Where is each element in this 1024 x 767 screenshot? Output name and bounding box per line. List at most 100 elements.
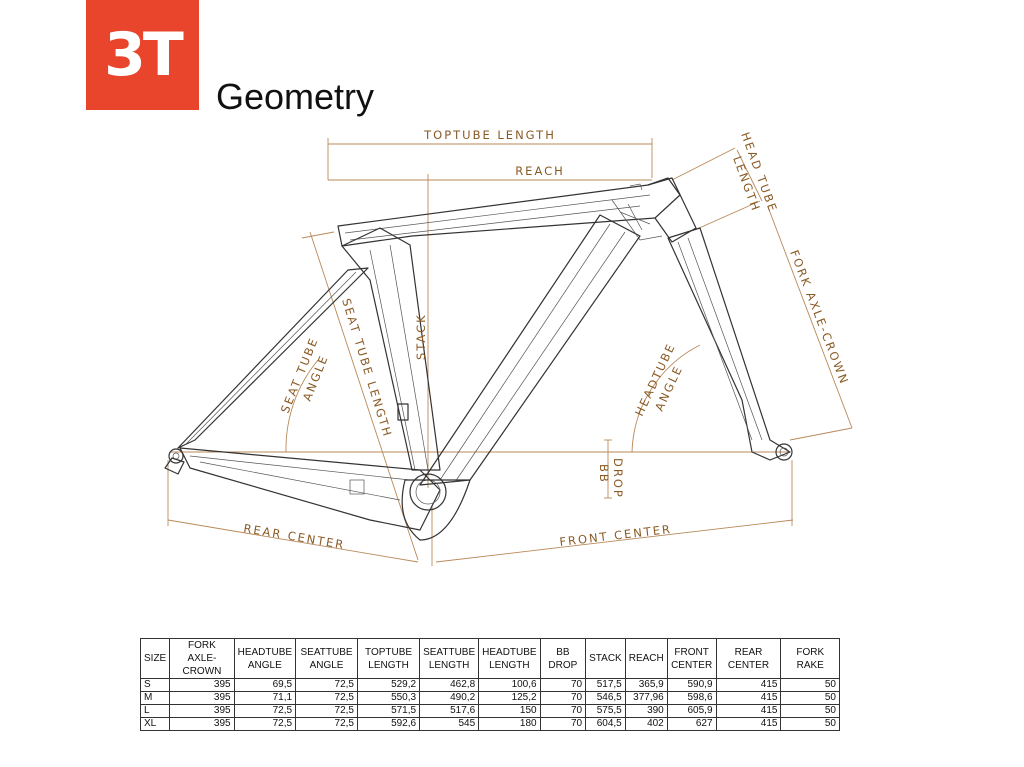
bike-frame-drawing <box>164 177 793 541</box>
table-row: S 395 69,5 72,5 529,2 462,8 100,6 70 517… <box>139 678 840 692</box>
cell: 490,2 <box>419 691 480 705</box>
cell: 69,5 <box>233 678 297 692</box>
cell: 415 <box>715 717 782 731</box>
cell: 70 <box>539 704 587 718</box>
cell: 50 <box>780 678 840 692</box>
cell: 395 <box>169 678 235 692</box>
cell: 598,6 <box>666 691 717 705</box>
th-label: LENGTH <box>489 659 530 671</box>
th-label: LENGTH <box>428 659 470 671</box>
page-title: Geometry <box>216 76 375 117</box>
cell: 415 <box>715 691 782 705</box>
cell: 100,6 <box>478 678 541 692</box>
label-stack: STACK <box>414 313 428 360</box>
th-label: FORK <box>188 640 216 651</box>
th-label: HEADTUBE <box>237 646 293 658</box>
cell: 72,5 <box>295 704 358 718</box>
cell: 70 <box>539 691 587 705</box>
th-label: CENTER <box>671 659 713 671</box>
label-seat-tube-length: SEAT TUBE LENGTH <box>339 297 395 440</box>
cell: 72,5 <box>295 678 358 692</box>
cell-size: M <box>139 691 171 705</box>
cell: 390 <box>624 704 668 718</box>
cell: 71,1 <box>233 691 297 705</box>
table-row: XL 395 72,5 72,5 592,6 545 180 70 604,5 … <box>139 717 840 731</box>
th-fork-axle-crown: FORK AXLE-CROWN <box>169 638 235 679</box>
cell-size: L <box>139 704 171 718</box>
th-stack: STACK <box>585 638 626 679</box>
th-label: AXLE-CROWN <box>182 653 222 677</box>
cell: 571,5 <box>356 704 421 718</box>
cell: 395 <box>169 717 235 731</box>
cell: 402 <box>624 717 668 731</box>
cell: 72,5 <box>295 717 358 731</box>
label-rear-center: REAR CENTER <box>243 521 347 552</box>
dimension-lines <box>167 138 853 566</box>
cell: 72,5 <box>295 691 358 705</box>
cell: 50 <box>780 717 840 731</box>
th-label: REACH <box>628 653 664 664</box>
cell: 70 <box>539 717 587 731</box>
th-label: FRONT <box>674 646 709 658</box>
cell: 377,96 <box>624 691 668 705</box>
th-size-label: SIZE <box>144 653 167 664</box>
cell: 50 <box>780 691 840 705</box>
cell: 462,8 <box>419 678 480 692</box>
cell: 415 <box>715 678 782 692</box>
cell: 592,6 <box>356 717 421 731</box>
cell: 517,6 <box>419 704 480 718</box>
th-label: SEATTUBE <box>300 646 353 658</box>
cell: 70 <box>539 678 587 692</box>
cell: 72,5 <box>233 704 297 718</box>
cell-size: S <box>139 678 171 692</box>
cell: 50 <box>780 704 840 718</box>
cell: 517,5 <box>585 678 626 692</box>
th-label: TOPTUBE <box>365 646 413 658</box>
cell-size: XL <box>139 717 171 731</box>
th-reach: REACH <box>624 638 668 679</box>
th-label: FORK RAKE <box>796 646 825 671</box>
th-label: ANGLE <box>247 659 282 671</box>
label-front-center: FRONT CENTER <box>559 522 673 549</box>
cell: 605,9 <box>666 704 717 718</box>
th-bb-drop: BB DROP <box>539 638 587 679</box>
cell: 180 <box>478 717 541 731</box>
cell: 395 <box>169 691 235 705</box>
label-bb-drop-2: DROP <box>611 458 625 499</box>
cell: 395 <box>169 704 235 718</box>
cell: 529,2 <box>356 678 421 692</box>
th-label: REAR CENTER <box>727 646 770 671</box>
th-label: LENGTH <box>368 659 409 671</box>
th-fork-rake: FORK RAKE <box>780 638 840 679</box>
cell: 575,5 <box>585 704 626 718</box>
cell: 150 <box>478 704 541 718</box>
label-toptube-length: TOPTUBE LENGTH <box>423 128 556 142</box>
cell: 415 <box>715 704 782 718</box>
label-bb-drop-1: BB <box>597 464 611 484</box>
th-label: HEADTUBE <box>482 646 537 658</box>
cell: 604,5 <box>585 717 626 731</box>
cell: 590,9 <box>666 678 717 692</box>
cell: 627 <box>666 717 717 731</box>
frame-geometry-diagram: TOPTUBE LENGTH REACH HEAD TUBE LENGTH FO… <box>164 128 853 566</box>
logo-text: 3T <box>104 20 184 90</box>
brand-logo: 3T <box>86 0 199 110</box>
th-label: STACK <box>589 653 622 664</box>
cell: 546,5 <box>585 691 626 705</box>
dimension-labels: TOPTUBE LENGTH REACH HEAD TUBE LENGTH FO… <box>243 128 852 552</box>
th-size: SIZE <box>139 638 171 679</box>
cell: 125,2 <box>478 691 541 705</box>
th-rear-center: REAR CENTER <box>715 638 782 679</box>
th-label: SEATTUBE <box>423 646 476 658</box>
cell: 550,3 <box>356 691 421 705</box>
th-label: ANGLE <box>309 659 344 671</box>
table-row: L 395 72,5 72,5 571,5 517,6 150 70 575,5… <box>139 704 840 718</box>
